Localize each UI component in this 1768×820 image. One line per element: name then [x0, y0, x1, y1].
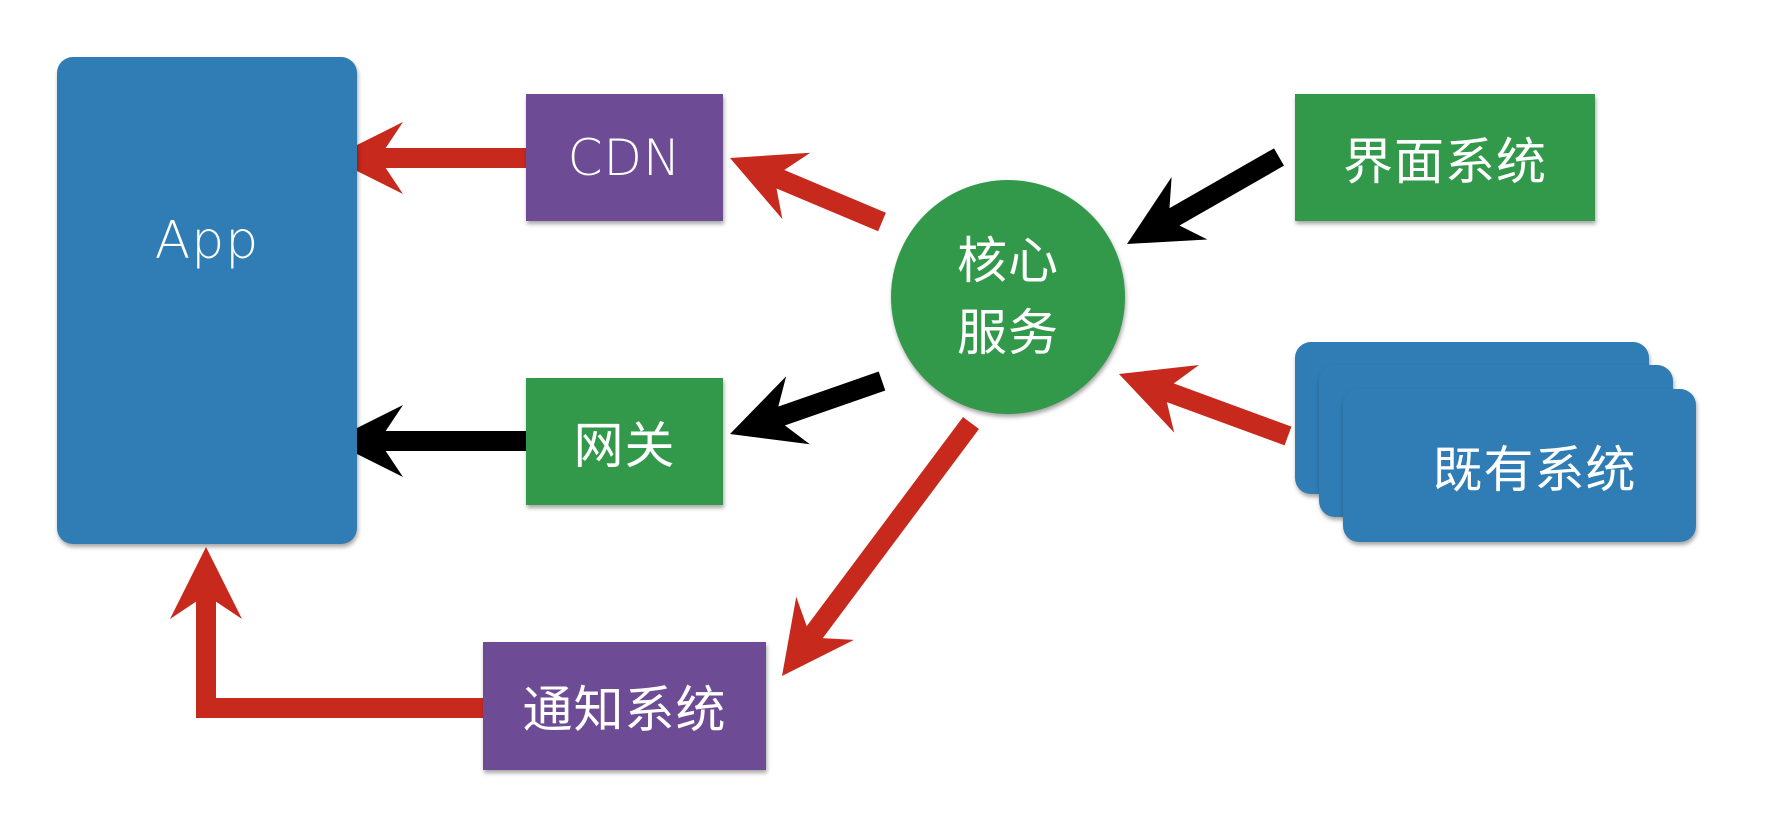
legacy-system-node[interactable]: 既有系统: [1343, 389, 1696, 542]
legacy-system-label: 既有系统: [1432, 440, 1637, 499]
arrow-head-core-to-notify_system: [782, 596, 854, 676]
arrow-shaft-core-to-notify_system: [802, 417, 980, 644]
arrow-shaft-notify_system-to-app: [196, 595, 483, 718]
arrow-head-core-to-cdn: [730, 152, 811, 220]
arrow-head-gateway-to-app: [331, 405, 403, 477]
cdn-label: CDN: [567, 128, 682, 187]
core-service-label-line2: 服务: [957, 304, 1059, 362]
core-service-label-line1: 核心: [957, 232, 1059, 290]
arrow-head-notify_system-to-app: [170, 547, 242, 619]
ui-system-node[interactable]: 界面系统: [1295, 94, 1595, 221]
notify-system-node[interactable]: 通知系统: [483, 642, 766, 770]
arrow-head-legacy_system-to-core: [1119, 365, 1199, 433]
core-service-node[interactable]: 核心 服务: [891, 180, 1125, 414]
arrow-shaft-core-to-cdn: [770, 167, 886, 232]
gateway-label: 网关: [573, 416, 676, 475]
arrow-shaft-ui_system-to-core: [1163, 148, 1284, 229]
cdn-node[interactable]: CDN: [526, 94, 723, 221]
arrow-head-cdn-to-app: [331, 122, 403, 194]
arrow-head-ui_system-to-core: [1127, 176, 1208, 244]
gateway-node[interactable]: 网关: [526, 378, 723, 505]
arrow-head-core-to-gateway: [730, 376, 810, 445]
ui-system-label: 界面系统: [1343, 132, 1547, 191]
app-node[interactable]: App: [57, 57, 357, 544]
arrow-shaft-legacy_system-to-core: [1160, 381, 1292, 446]
notify-system-label: 通知系统: [522, 681, 727, 739]
app-label: App: [154, 210, 260, 271]
arrow-shaft-core-to-gateway: [772, 371, 886, 428]
